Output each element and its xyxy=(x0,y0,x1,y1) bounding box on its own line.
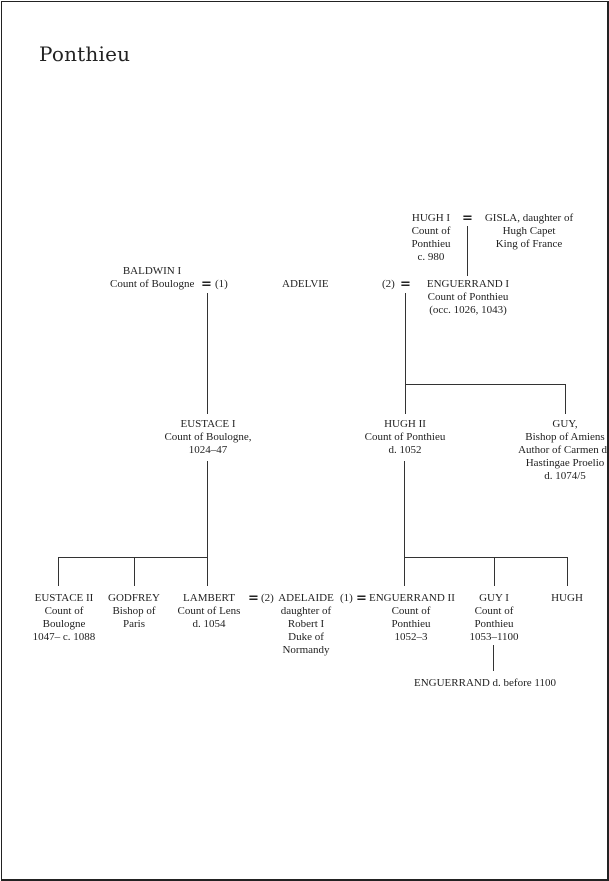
person-detail: Paris xyxy=(123,618,145,630)
person-detail: Count of xyxy=(44,605,84,617)
person-name: ENGUERRAND II xyxy=(369,592,455,604)
descent-line xyxy=(134,557,135,586)
person-detail: 1047– c. 1088 xyxy=(32,631,96,643)
person-detail: Bishop of Amiens xyxy=(525,431,605,443)
marriage-symbol: = xyxy=(201,277,212,292)
person-hugh-ii: HUGH II Count of Ponthieu d. 1052 xyxy=(355,418,455,457)
person-name: GISLA, daughter of xyxy=(484,212,574,224)
marriage-symbol: = xyxy=(248,591,259,606)
person-enguerrand-i: ENGUERRAND I Count of Ponthieu (occ. 102… xyxy=(420,278,516,317)
person-detail: King of France xyxy=(495,238,563,250)
person-hugh-i: HUGH I Count of Ponthieu c. 980 xyxy=(402,212,460,264)
descent-line xyxy=(405,293,406,414)
marriage-order: (1) xyxy=(340,592,353,604)
descent-line xyxy=(494,557,495,586)
person-detail: Hastingae Proelio xyxy=(525,457,605,469)
person-detail: 1053–1100 xyxy=(469,631,519,643)
person-detail: Count of xyxy=(391,605,431,617)
person-guy-i: GUY I Count of Ponthieu 1053–1100 xyxy=(459,592,529,644)
person-detail: (occ. 1026, 1043) xyxy=(429,304,507,316)
person-name: GUY, xyxy=(552,418,578,430)
person-name: GUY I xyxy=(479,592,509,604)
person-detail: Count of Boulogne, xyxy=(164,431,252,443)
marriage-symbol: = xyxy=(356,591,367,606)
person-name: HUGH II xyxy=(384,418,426,430)
person-detail: Normandy xyxy=(282,644,330,656)
person-guy-bishop: GUY, Bishop of Amiens Author of Carmen d… xyxy=(505,418,609,483)
person-detail: Count of Lens xyxy=(177,605,241,617)
page-title: Ponthieu xyxy=(39,42,131,66)
person-eustace-i: EUSTACE I Count of Boulogne, 1024–47 xyxy=(157,418,259,457)
descent-line xyxy=(565,384,566,414)
person-eustace-ii: EUSTACE II Count of Boulogne 1047– c. 10… xyxy=(26,592,102,644)
person-detail: Boulogne xyxy=(42,618,86,630)
person-detail: Count of Ponthieu xyxy=(427,291,509,303)
person-detail: Count of Boulogne xyxy=(110,278,195,290)
person-detail: Robert I xyxy=(287,618,325,630)
person-detail: Hugh Capet xyxy=(502,225,556,237)
person-enguerrand: ENGUERRAND d. before 1100 xyxy=(414,677,556,689)
person-detail: Count of Ponthieu xyxy=(364,431,446,443)
descent-line xyxy=(467,226,468,276)
person-lambert: LAMBERT Count of Lens d. 1054 xyxy=(172,592,246,631)
sibling-line xyxy=(58,557,208,558)
person-detail: Count of xyxy=(411,225,451,237)
person-name: LAMBERT xyxy=(183,592,235,604)
person-name: EUSTACE I xyxy=(180,418,236,430)
marriage-symbol: = xyxy=(400,277,411,292)
person-detail: Bishop of xyxy=(112,605,156,617)
sibling-line xyxy=(404,557,568,558)
descent-line xyxy=(58,557,59,586)
person-gisla: GISLA, daughter of Hugh Capet King of Fr… xyxy=(476,212,582,251)
marriage-order: (2) xyxy=(382,278,395,290)
person-hugh: HUGH xyxy=(542,592,592,605)
person-enguerrand-ii: ENGUERRAND II Count of Ponthieu 1052–3 xyxy=(369,592,455,644)
person-name: HUGH I xyxy=(411,212,451,224)
person-name: ENGUERRAND I xyxy=(426,278,510,290)
person-name: BALDWIN I xyxy=(122,265,182,277)
person-detail: 1024–47 xyxy=(188,444,228,456)
person-baldwin-i: BALDWIN I Count of Boulogne xyxy=(110,265,194,291)
person-detail: Author of Carmen de xyxy=(518,444,609,456)
person-detail: d. 1074/5 xyxy=(544,470,586,482)
person-detail: Ponthieu xyxy=(411,238,451,250)
person-detail: 1052–3 xyxy=(394,631,428,643)
descent-line xyxy=(207,461,208,586)
person-name: EUSTACE II xyxy=(34,592,94,604)
person-detail: Ponthieu xyxy=(474,618,514,630)
person-name: HUGH xyxy=(551,592,583,604)
descent-line xyxy=(404,461,405,586)
person-detail: Ponthieu xyxy=(391,618,431,630)
person-name: GODFREY xyxy=(108,592,160,604)
descent-line xyxy=(567,557,568,586)
descent-line xyxy=(493,645,494,671)
person-detail: Duke of xyxy=(288,631,324,643)
person-detail: d. 1052 xyxy=(388,444,422,456)
person-name: ADELAIDE xyxy=(278,592,334,604)
person-adelvie: ADELVIE xyxy=(282,278,329,290)
sibling-line xyxy=(405,384,566,385)
marriage-order: (2) xyxy=(261,592,274,604)
marriage-symbol: = xyxy=(462,211,473,226)
person-adelaide: ADELAIDE daughter of Robert I Duke of No… xyxy=(272,592,340,657)
person-detail: Count of xyxy=(474,605,514,617)
marriage-order: (1) xyxy=(215,278,228,290)
person-detail: c. 980 xyxy=(417,251,445,263)
person-detail: d. 1054 xyxy=(192,618,226,630)
descent-line xyxy=(207,293,208,414)
person-detail: daughter of xyxy=(280,605,332,617)
person-godfrey: GODFREY Bishop of Paris xyxy=(102,592,166,631)
